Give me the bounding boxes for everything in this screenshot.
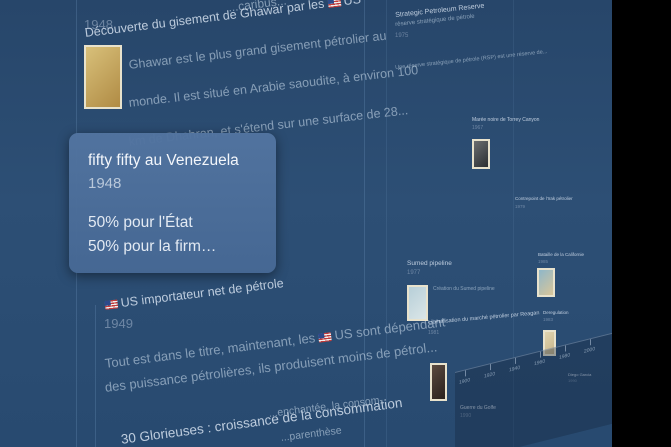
axis-tick [465,370,466,377]
event-small-title[interactable]: Libéralisation du marché pétrolier par R… [428,310,540,326]
event-ghawar-body-line: monde. Il est situé en Arabie saoudite, … [128,63,419,110]
event-us-importer-title-text: importateur net de pétrole [140,276,285,308]
timeline-canvas[interactable]: ...caribus... Découverte du gisement de … [0,0,612,447]
event-30-glorieuses-fragment: ...parenthèse [280,424,343,444]
column-separator [364,0,365,447]
event-ghawar-body-line: Ghawar est le plus grand gisement pétrol… [128,28,388,72]
event-detail-popup[interactable]: fifty fifty au Venezuela 1948 50% pour l… [69,133,276,273]
event-small-year: 1979 [515,204,526,209]
axis-tick [490,364,491,371]
event-us-importer-title[interactable]: US importateur net de pétrole [104,276,284,312]
axis-tick-label: 2000 [584,346,596,355]
deregulation-thumbnail-image[interactable] [543,330,556,356]
popup-line: 50% pour l'État [88,214,193,231]
axis-tick [590,339,591,346]
popup-title: fifty fifty au Venezuela [88,152,239,169]
event-small-year: 1983 [543,317,554,322]
spr-year: 1975 [395,33,409,39]
event-small-title[interactable]: Bataille de la Californie [538,252,585,257]
event-us-importer-year: 1949 [104,316,133,331]
column-separator [386,0,387,447]
popup-line: 50% pour la firm… [88,238,217,255]
event-small-body: Création du Sumed pipeline [433,286,495,292]
event-small-year: 1967 [472,125,484,131]
axis-tick-label: 1960 [534,358,546,368]
event-small-title[interactable]: Marée noire de Torrey Canyon [472,117,540,123]
event-small-title[interactable]: Guerre du Golfe [460,405,496,411]
popup-year: 1948 [88,175,122,192]
event-us-importer-body-text: sont dépendant [355,314,446,341]
column-separator [95,305,96,447]
flag-label: US [333,325,354,343]
axis-tick [540,351,541,358]
event-small-year: 1981 [428,330,440,336]
event-small-year: 1990 [460,413,472,419]
california-thumbnail-image[interactable] [537,268,555,297]
flag-label: US [342,0,362,9]
sumed-pipeline-thumbnail-image[interactable] [407,285,428,321]
axis-tick-label: 1920 [484,370,496,380]
black-margin [612,0,671,447]
axis-tick [515,357,516,365]
us-flag-icon [318,332,333,343]
timeline-axis[interactable]: 1900 1920 1940 1960 1980 2000 [455,329,612,447]
reagan-thumbnail-image[interactable] [430,363,447,401]
event-ghawar-year: 1948 [84,17,113,32]
event-small-title[interactable]: Diego Garcia [568,372,592,377]
event-small-title[interactable]: Sumed pipeline [407,260,452,267]
popup-body: 50% pour l'État 50% pour la firm… [88,211,276,259]
spr-body: Une réserve stratégique de pétrole (RSP)… [395,49,548,71]
torrey-canyon-thumbnail-image[interactable] [472,139,490,169]
event-small-title[interactable]: Contrepoint de l'Irak pétrolier [515,196,573,201]
axis-tick [565,345,566,352]
event-ghawar-title-text: Découverte du gisement de Ghawar par les [84,0,326,40]
event-small-title[interactable]: Deregulation [543,310,569,315]
axis-tick-label: 1980 [559,352,571,362]
us-flag-icon [104,299,119,311]
axis-tick-label: 1900 [459,377,471,387]
us-flag-icon [327,0,342,9]
event-small-year: 1985 [538,259,549,264]
column-separator [513,0,514,447]
event-small-year: 1977 [407,270,421,276]
event-ghawar-title[interactable]: Découverte du gisement de Ghawar par les… [84,0,362,40]
ghawar-thumbnail-image[interactable] [84,45,122,109]
flag-label: US [119,293,139,310]
axis-tick-label: 1940 [509,364,521,374]
event-small-year: 1990 [568,378,577,383]
